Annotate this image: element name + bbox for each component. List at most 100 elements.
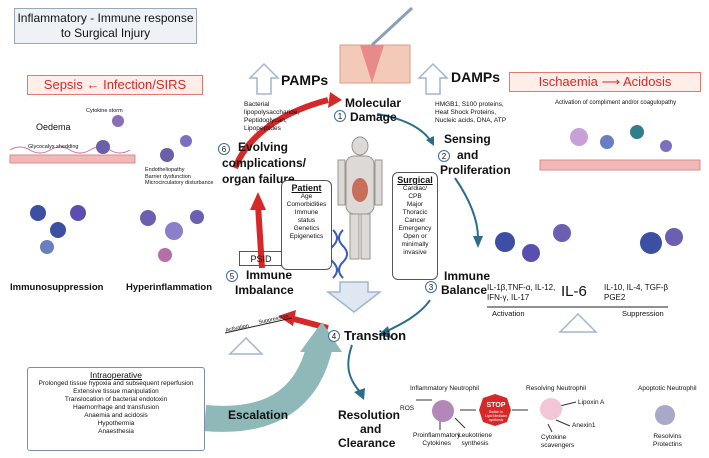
- stage1-line2: Damage: [350, 110, 397, 124]
- endothelio-item: Barrier dysfunction: [145, 173, 191, 180]
- damps-item: HMGB1, S100 proteins,: [435, 101, 504, 108]
- escalation-arrow: [203, 341, 333, 432]
- patient-item: Genetics: [293, 225, 320, 232]
- pamps-heading: PAMPs: [281, 72, 329, 88]
- intraoperative-item: Extensive tissue manipulation: [73, 388, 159, 395]
- cell-graphic: [190, 210, 204, 224]
- cell-graphic: [522, 244, 540, 262]
- suppression-label: Suppression: [622, 309, 664, 318]
- surgical-item: CPB: [408, 193, 422, 200]
- left-arrow-icon: ←: [86, 77, 100, 92]
- patient-panel: Patient Age Comorbidities Immune status …: [281, 180, 332, 270]
- escalation-label: Escalation: [228, 408, 289, 422]
- stop-sub: Switch in Lipid Mediator synthesis: [482, 410, 510, 422]
- proinflammatory-line1: Proinflammatory: [413, 432, 461, 439]
- ischaemia-label: Ischaemia: [538, 74, 598, 89]
- acidosis-label: Acidosis: [623, 74, 672, 89]
- damps-item: Heat Shock Proteins,: [435, 109, 497, 116]
- anti-cytokines-line1: IL-10, IL-4, TGF-β: [604, 283, 669, 292]
- endothelio-list: Endotheliopathy Barrier dysfunction Micr…: [145, 167, 225, 187]
- patient-item: Epigenetics: [289, 233, 324, 240]
- cell-graphic: [600, 135, 614, 149]
- stage2-line3: Proliferation: [440, 163, 511, 177]
- apoptotic-neutrophil-label: Apoptotic Neutrophil: [638, 385, 697, 392]
- stage3-number: 3: [425, 281, 437, 293]
- diagram-title: Inflammatory - Immune response to Surgic…: [14, 8, 197, 44]
- stage5-number: 5: [226, 270, 238, 282]
- proinflammatory-label: Proinflammatory Cytokines: [413, 432, 460, 448]
- leukotriene-line1: Leukotriene: [458, 432, 492, 439]
- arrow-5-to-6: [255, 204, 265, 269]
- cell-graphic: [432, 400, 454, 422]
- surgical-item: Emergency: [398, 225, 432, 232]
- hyperinflammation-label: Hyperinflammation: [126, 282, 213, 293]
- title-line2: to Surgical Injury: [60, 26, 151, 40]
- activation-compliment-label: Activation of compliment and/or coagulop…: [555, 100, 677, 106]
- intraoperative-item: Hypothermia: [97, 420, 135, 427]
- intraoperative-item: Anaesthesia: [98, 428, 134, 435]
- stop-sub-line2: Lipid Mediator: [485, 414, 507, 418]
- pamps-item: Bacterial: [244, 101, 270, 108]
- patient-item: Age: [300, 193, 313, 200]
- cell-graphic: [70, 205, 86, 221]
- oedema-label: Oedema: [36, 122, 71, 132]
- cell-graphic: [158, 248, 172, 262]
- title-line1: Inflammatory - Immune response: [17, 11, 194, 25]
- surgical-heading: Surgical: [397, 175, 433, 185]
- ischaemia-banner: Ischaemia ⟶ Acidosis: [509, 72, 701, 92]
- resolvins-label: Resolvins Protectins: [653, 433, 682, 449]
- immunosuppression-label: Immunosuppression: [10, 282, 104, 293]
- stage3-line1: Immune: [444, 269, 491, 283]
- pamps-item: Lipopeptides: [244, 125, 281, 132]
- intraoperative-panel: Intraoperative Prolonged tissue hypoxia …: [27, 367, 205, 451]
- center-down-arrow: [325, 281, 383, 313]
- cell-graphic: [40, 240, 54, 254]
- stage6-number: 6: [218, 143, 230, 155]
- surgical-item: Cancer: [404, 217, 426, 224]
- sepsis-label: Sepsis: [43, 77, 83, 92]
- cell-graphic: [50, 222, 66, 238]
- il6-label: IL-6: [561, 283, 587, 300]
- cell-graphic: [553, 224, 571, 242]
- resolvins-line2: Protectins: [653, 441, 682, 448]
- arrow-6-to-1: [232, 97, 329, 170]
- damps-up-arrow: [417, 62, 449, 95]
- cell-graphic: [570, 128, 588, 146]
- cytokine-scavengers-label: Cytokine scavengers: [541, 434, 574, 450]
- stage6-line3: organ failure: [222, 172, 295, 186]
- pro-cytokines-line1: IL-1β,TNF-α, IL-12,: [487, 283, 556, 292]
- anexin-label: Anexin1: [572, 422, 596, 429]
- stage2-number: 2: [438, 150, 450, 162]
- psid-box: PSID: [239, 251, 283, 266]
- cell-graphic: [640, 232, 662, 254]
- pamps-item: Peptidoglycan,: [244, 117, 287, 124]
- cell-graphic: [140, 210, 156, 226]
- intraoperative-item: Prolonged tissue hypoxia and subsequent …: [38, 380, 194, 387]
- stage4-label: Transition: [344, 328, 407, 343]
- inflammatory-neutrophil-label: Inflammatory Neutrophil: [410, 385, 479, 392]
- cell-graphic: [180, 135, 192, 147]
- resolving-neutrophil-label: Resolving Neutrophil: [526, 385, 586, 392]
- stage1-number: 1: [334, 110, 346, 122]
- intraoperative-heading: Intraoperative: [90, 370, 142, 380]
- sepsis-banner: Sepsis ← Infection/SIRS: [27, 75, 203, 95]
- stage6-line1: Evolving: [238, 140, 289, 154]
- leukotriene-line2: synthesis: [461, 440, 489, 447]
- surgical-item: Cardiac/: [402, 185, 428, 192]
- leukotriene-label: Leukotriene synthesis: [458, 432, 492, 448]
- cell-graphic: [540, 398, 562, 420]
- surgical-item: invasive: [403, 249, 427, 256]
- stage2-line1: Sensing: [444, 132, 491, 146]
- patient-item: Comorbidities: [286, 201, 327, 208]
- resolvins-line1: Resolvins: [653, 433, 682, 440]
- stage3-line2: Balance: [441, 283, 488, 297]
- pamps-up-arrow: [248, 62, 280, 95]
- cell-graphic: [495, 232, 515, 252]
- stop-sign: STOP: [486, 402, 506, 409]
- resolution-line2: and: [360, 422, 382, 436]
- cell-graphic: [96, 140, 110, 154]
- pro-inflammatory-cytokines: IL-1β,TNF-α, IL-12, IFN-γ, IL-17: [487, 283, 555, 303]
- patient-heading: Patient: [291, 183, 322, 193]
- surgical-item: minimally: [401, 241, 429, 248]
